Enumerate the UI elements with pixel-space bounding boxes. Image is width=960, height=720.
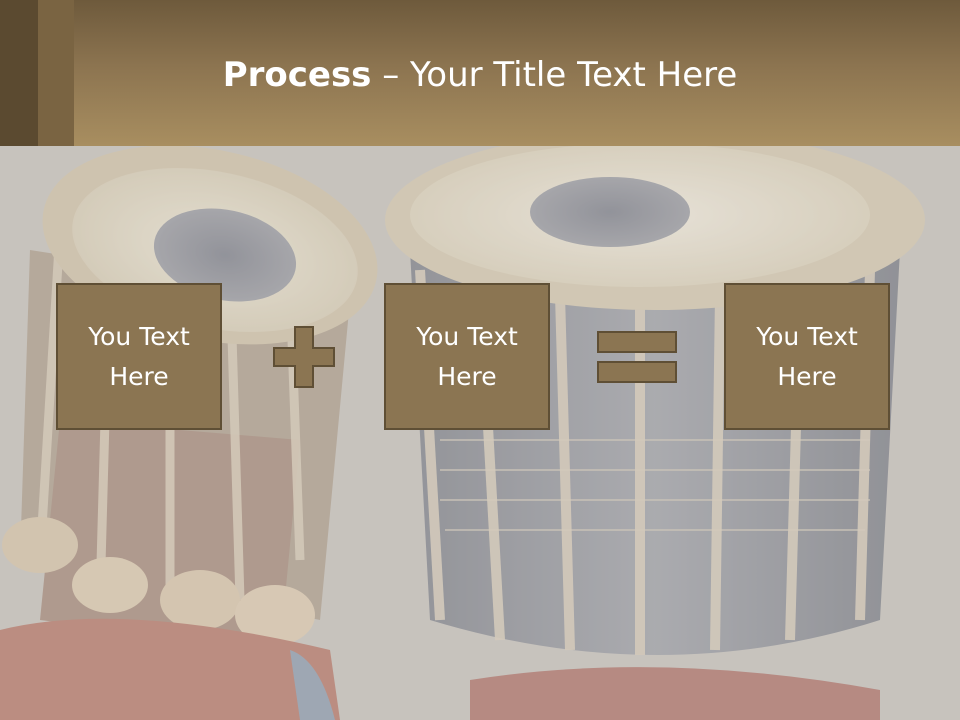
process-box-1[interactable]: You Text Here	[56, 283, 222, 430]
slide-title: Process – Your Title Text Here	[0, 50, 960, 100]
process-box-2[interactable]: You Text Here	[384, 283, 550, 430]
title-bold-part: Process	[222, 55, 372, 95]
process-box-3[interactable]: You Text Here	[724, 283, 890, 430]
process-box-text: You Text Here	[88, 321, 190, 391]
title-bar	[0, 0, 960, 146]
title-bar-accent-stripe	[38, 0, 74, 146]
background-overlay	[0, 146, 960, 720]
title-bar-accent-stripe	[0, 0, 38, 146]
process-box-text: You Text Here	[416, 321, 518, 391]
title-regular-part: – Your Title Text Here	[371, 55, 738, 95]
process-box-text: You Text Here	[756, 321, 858, 391]
plus-icon	[273, 326, 335, 388]
equals-icon	[597, 331, 677, 383]
